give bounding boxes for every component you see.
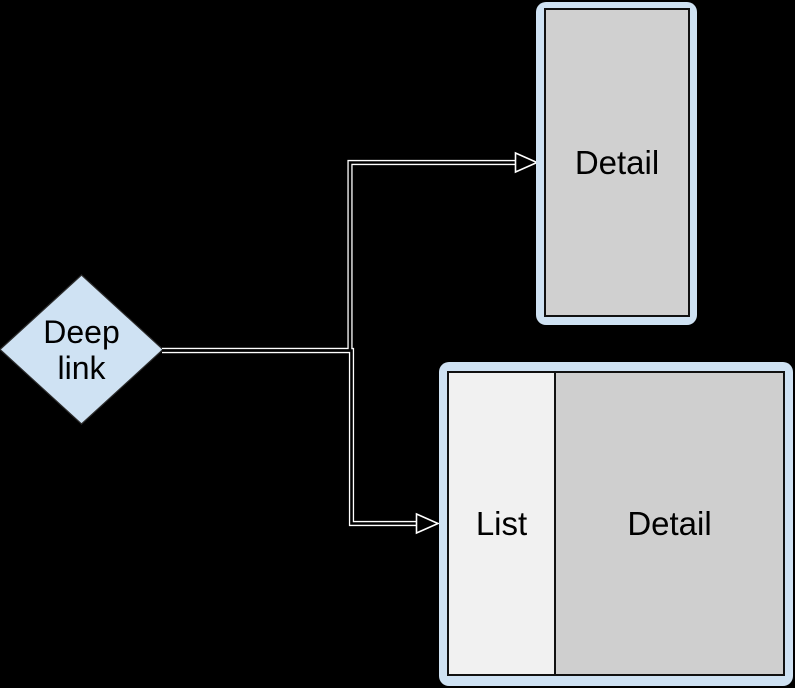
detail-screen-frame: Detail [536,2,697,325]
connector-to-list-detail-outer [162,347,419,527]
deep-link-diamond-shape [0,274,164,425]
detail-screen-label: Detail [574,143,660,181]
detail-pane-label: Detail [627,504,712,542]
arrowhead-to-list-detail-icon [415,512,440,535]
arrowhead-to-detail-icon [514,151,539,174]
connector-to-detail-inner [162,161,518,352]
deep-link-label: Deep link [43,314,120,386]
list-pane: List [449,373,556,674]
list-detail-screen-content: List Detail [447,371,785,676]
list-pane-label: List [475,504,528,542]
list-detail-screen-frame: List Detail [439,362,793,686]
detail-screen-content: Detail [544,8,690,317]
connector-to-detail-outer [162,159,518,354]
connector-to-list-detail-inner [162,349,419,525]
detail-pane: Detail [556,373,783,674]
